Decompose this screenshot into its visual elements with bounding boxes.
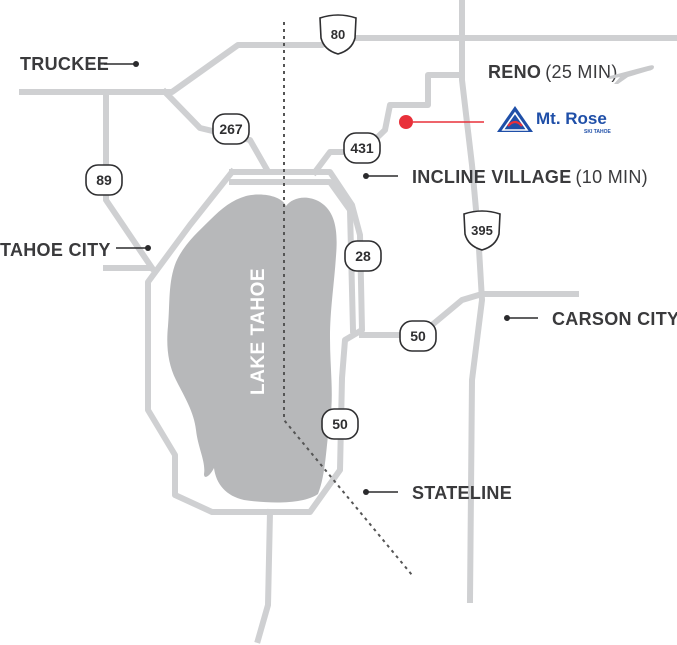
svg-text:431: 431 [350, 140, 374, 156]
resort-tagline: SKI TAHOE [584, 129, 612, 135]
shield-us50-south: 50 [321, 408, 359, 440]
svg-text:28: 28 [355, 248, 371, 264]
shield-i80: 80 [319, 14, 357, 55]
svg-text:STATELINE: STATELINE [412, 483, 512, 503]
road-us50-east [359, 291, 579, 338]
resort-marker[interactable] [399, 115, 484, 129]
shield-sr431: 431 [343, 132, 381, 164]
svg-text:267: 267 [219, 121, 243, 137]
svg-text:INCLINE VILLAGE(10 MIN): INCLINE VILLAGE(10 MIN) [412, 167, 648, 187]
svg-text:TAHOE CITY: TAHOE CITY [0, 240, 111, 260]
state-line [283, 22, 413, 576]
place-stateline: STATELINE [363, 483, 512, 503]
svg-text:RENO(25 MIN): RENO(25 MIN) [488, 62, 618, 82]
resort-name: Mt. Rose [536, 109, 607, 128]
place-reno: RENO(25 MIN) [488, 62, 618, 82]
road-lake-loop [145, 167, 365, 515]
place-incline: INCLINE VILLAGE(10 MIN) [363, 167, 648, 187]
road-network [19, 0, 677, 644]
airplane-icon [608, 65, 654, 84]
lake-tahoe-shape [167, 194, 337, 503]
svg-text:395: 395 [471, 223, 493, 238]
shield-sr28: 28 [344, 240, 382, 272]
svg-text:50: 50 [332, 416, 348, 432]
road-sr431 [310, 72, 465, 177]
road-sr89 [103, 89, 157, 273]
resort-pin[interactable] [399, 115, 413, 129]
shield-sr267: 267 [212, 113, 250, 145]
svg-text:80: 80 [331, 27, 345, 42]
svg-text:50: 50 [410, 328, 426, 344]
road-south [254, 508, 274, 644]
svg-text:89: 89 [96, 172, 112, 188]
svg-text:CARSON CITY: CARSON CITY [552, 309, 677, 329]
shield-us395: 395 [463, 210, 501, 251]
shield-us50-east: 50 [399, 320, 437, 352]
place-carson-city: CARSON CITY [504, 309, 677, 329]
svg-text:TRUCKEE: TRUCKEE [20, 54, 109, 74]
place-truckee: TRUCKEE [20, 54, 139, 74]
place-tahoe-city: TAHOE CITY [0, 240, 151, 260]
lake-label: LAKE TAHOE [248, 268, 269, 395]
road-i80 [19, 35, 677, 95]
mt-rose-logo[interactable]: Mt. Rose SKI TAHOE [497, 106, 612, 135]
shield-sr89: 89 [85, 164, 123, 196]
